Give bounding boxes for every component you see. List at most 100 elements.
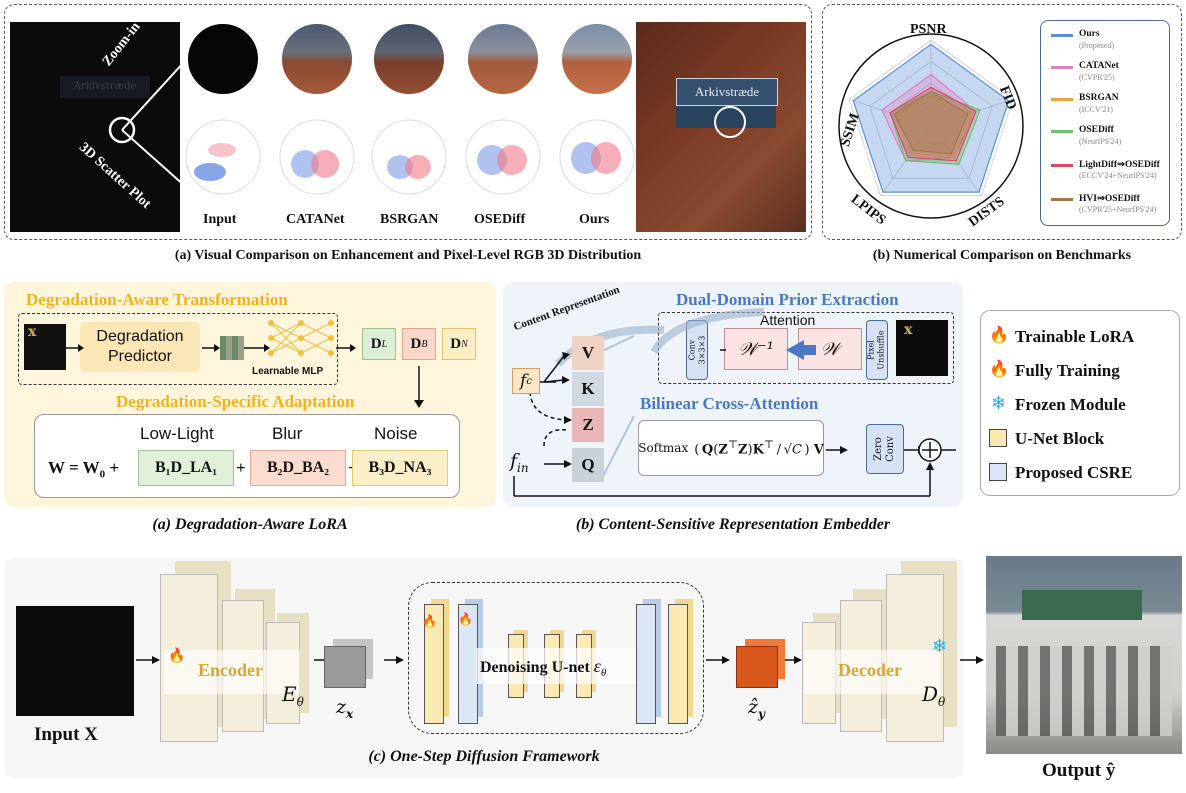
dual-domain-title: Dual-Domain Prior Extraction: [676, 290, 899, 309]
radar-grid-0: [910, 104, 952, 144]
degradation-predictor: Degradation Predictor: [80, 322, 200, 372]
scatter-plots: [185, 119, 635, 195]
zy-cube: [736, 646, 778, 688]
crop-catanet: [280, 22, 354, 96]
module-legend: 🔥 Trainable LoRA 🔥 Fully Training ❄ Froz…: [980, 310, 1180, 496]
radar-chart: [838, 33, 1024, 219]
zoom-lines: [108, 49, 196, 196]
framework-input-label: Input X: [34, 724, 98, 745]
scatter-osediff: [465, 119, 541, 195]
unet-flame-orange-icon: 🔥: [422, 614, 437, 628]
legend-fully-training: Fully Training: [1015, 361, 1120, 380]
radar-grid-2: [869, 61, 993, 179]
visual-comparison-panel: [4, 4, 812, 240]
eq-term-lowlight: B₁D_LA₁: [138, 450, 234, 486]
method-label-ours: Ours: [579, 212, 610, 227]
predictor-arrows: [66, 344, 356, 352]
scatter-bsrgan: [371, 119, 447, 195]
caption-radar: (b) Numerical Comparison on Benchmarks: [872, 248, 1132, 263]
qkvz-stack: V K Z Q: [572, 310, 608, 500]
caption-lora: (a) Degradation-Aware LoRA: [152, 516, 348, 533]
legend-trainable-lora: Trainable LoRA: [1015, 327, 1135, 346]
dark-sign: Arkivstræde: [60, 76, 150, 98]
softmax-box: Softmax ( Q(Z⊤Z)K⊤ / √C ) V: [638, 420, 824, 476]
radar-outer-ring: [838, 33, 1024, 219]
method-label-bsrgan: BSRGAN: [380, 212, 439, 227]
radar-grid-1: [889, 82, 973, 162]
zx-label: zx: [336, 696, 354, 721]
output-roof: [1022, 590, 1142, 620]
unet-flame-red-icon: 🔥: [458, 612, 473, 626]
v-token: V: [572, 336, 604, 370]
radar-axis-psnr: PSNR: [910, 22, 947, 37]
crop-osediff: [466, 22, 540, 96]
unet-dashed-box: [408, 582, 704, 734]
radar-panel: [822, 4, 1182, 240]
zx-cube: [324, 646, 366, 688]
encoder-symbol: Eθ: [282, 682, 304, 709]
down-arrow: [414, 366, 424, 408]
attention-label: Attention: [760, 312, 816, 328]
lora-title-adaptation: Degradation-Specific Adaptation: [116, 392, 355, 411]
caption-csre: (b) Content-Sensitive Representation Emb…: [575, 516, 891, 533]
encoder-band: [164, 650, 300, 694]
radar-series-3: [889, 90, 981, 165]
radar-series-5: [893, 90, 969, 155]
eq-w: W = W0 +: [48, 458, 120, 481]
zero-conv-box: Zero Conv: [866, 424, 904, 474]
fin-label: fin: [510, 450, 529, 475]
unet-block-blue-2: [636, 604, 656, 724]
mlp-label: Learnable MLP: [252, 366, 324, 377]
eq-term-noise: B₃D_NA₃: [352, 450, 448, 486]
snowflake-legend-icon: ❄: [991, 393, 1007, 414]
eq-plus-1: +: [236, 458, 246, 477]
flame-orange-icon: 🔥: [989, 325, 1009, 344]
caption-visual-comparison: (a) Visual Comparison on Enhancement and…: [174, 248, 642, 263]
mlp-icon: [268, 320, 334, 356]
encoder-flame-icon: 🔥: [168, 648, 186, 664]
bilinear-title: Bilinear Cross-Attention: [640, 394, 819, 413]
legend-unet-block: U-Net Block: [1015, 429, 1105, 448]
decoder-snowflake-icon: ❄: [932, 636, 948, 657]
caption-framework: (c) One-Step Diffusion Framework: [368, 748, 600, 765]
crop-input: [186, 22, 260, 96]
k-token: K: [572, 372, 604, 406]
input-dark-image: Arkivstræde: [10, 22, 180, 232]
method-label-input: Input: [203, 212, 237, 227]
output-windows: [996, 646, 1172, 736]
eq-term-blur: B₂D_BA₂: [250, 450, 346, 486]
radar-legend: Ours(Proposed) CATANet(CVPR'25) BSRGAN(I…: [1040, 20, 1170, 226]
unet-block-yellow-5: [668, 604, 688, 724]
radar-series-0: [852, 43, 1010, 193]
pixel-unshuffle-box: Pixel Unshuffle: [866, 320, 888, 380]
scatter-catanet: [279, 119, 355, 195]
crop-ours: [560, 22, 634, 96]
radar-grid-3: [848, 39, 1014, 196]
lora-title-transformation: Degradation-Aware Transformation: [26, 290, 288, 309]
feature-grid-thumb: [220, 336, 244, 360]
col-label-noise: Noise: [374, 424, 418, 443]
z-token: Z: [572, 408, 604, 442]
sign-plate: Arkivstræde: [676, 78, 778, 106]
decoder-band: [804, 650, 940, 694]
crop-bsrgan: [372, 22, 446, 96]
unet-band: [476, 648, 636, 684]
winv-box: 𝒲⁻¹: [724, 328, 788, 370]
zoom-target-circle: [714, 106, 746, 138]
method-label-catanet: CATANet: [286, 212, 345, 227]
output-photo: [986, 556, 1182, 754]
framework-input-image: [16, 606, 134, 716]
zy-label: ẑy: [748, 696, 765, 721]
decoder-label: Decoder: [838, 660, 902, 680]
legend-frozen-module: Frozen Module: [1015, 395, 1126, 414]
q-token: Q: [572, 448, 604, 482]
cube-blue-icon: [989, 463, 1007, 481]
unet-block-yellow-1: [424, 604, 444, 724]
enhanced-photo: Arkivstræde: [636, 22, 806, 232]
softmax-formula: ( Q(Z⊤Z)K⊤ / √C ) V: [694, 438, 824, 458]
cube-yellow-icon: [989, 429, 1007, 447]
